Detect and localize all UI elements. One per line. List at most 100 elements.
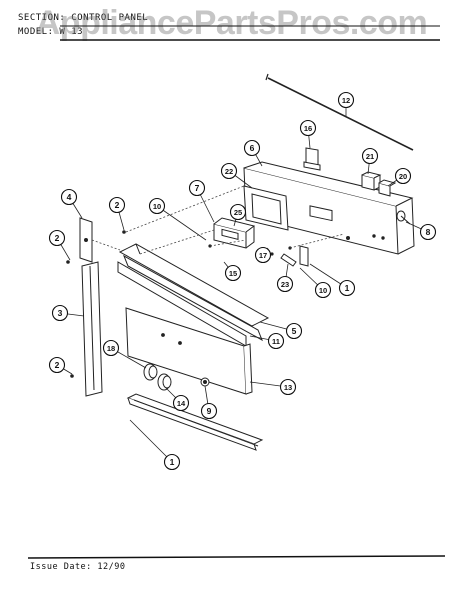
callout-layer: 1122234567891010111213141516171820212223… [48, 91, 437, 471]
part-knob-right [157, 373, 172, 391]
callout-circle [276, 275, 294, 293]
leader-lines [91, 185, 345, 255]
callout-label: 2 [55, 233, 60, 243]
callout-label: 17 [259, 251, 267, 260]
part-clock [213, 217, 256, 249]
part-bottom-trim [126, 393, 264, 451]
callout-label: 15 [229, 269, 237, 278]
section-title: SECTION: CONTROL PANEL [18, 13, 149, 23]
callout-label: 9 [207, 406, 212, 416]
callout-c12: 12 [337, 91, 355, 116]
callout-label: 13 [284, 383, 292, 392]
callout-circle [337, 91, 355, 109]
callout-circle [285, 322, 303, 340]
callout-circle [148, 197, 166, 215]
callout-c11: 11 [249, 332, 285, 350]
part-front-panel [125, 307, 253, 395]
callout-circle [314, 281, 332, 299]
callout-c22: 22 [220, 162, 253, 189]
callout-label: 1 [170, 457, 175, 467]
callout-circle [188, 179, 206, 197]
callout-label: 23 [281, 280, 289, 289]
callout-c1a: 1 [129, 419, 181, 471]
callout-c2c: 2 [48, 356, 73, 375]
callout-c2b: 2 [108, 196, 126, 231]
part-switch-b [378, 179, 397, 197]
callout-leader [156, 205, 207, 241]
callout-label: 8 [426, 227, 431, 237]
callout-circle [419, 223, 437, 241]
callout-circle [229, 203, 247, 221]
callout-c23: 23 [276, 263, 294, 293]
callout-leader [129, 419, 173, 463]
callout-c8: 8 [405, 221, 437, 241]
callout-c10a: 10 [148, 197, 207, 241]
callout-label: 6 [250, 143, 255, 153]
callout-circle [279, 378, 297, 396]
part-small-knob [200, 377, 210, 387]
part-bracket-small [280, 245, 309, 267]
callout-c4: 4 [60, 188, 83, 219]
callout-label: 16 [304, 124, 312, 133]
part-control-panel [243, 161, 415, 255]
callout-label: 21 [366, 152, 374, 161]
callout-circle [394, 167, 412, 185]
callout-circle [220, 162, 238, 180]
callout-c18: 18 [102, 339, 147, 369]
part-rod [265, 73, 414, 151]
callout-label: 20 [399, 172, 407, 181]
callout-circle [102, 339, 120, 357]
part-bracket-top [303, 147, 321, 171]
callout-circle [48, 229, 66, 247]
footer-rule [27, 555, 446, 559]
callout-circle [48, 356, 66, 374]
callout-c1b: 1 [309, 263, 356, 297]
issue-date: Issue Date: 12/90 [30, 562, 126, 572]
callout-label: 7 [195, 183, 200, 193]
callout-c13: 13 [249, 378, 297, 396]
callout-label: 14 [177, 399, 186, 408]
callout-label: 5 [292, 326, 297, 336]
callout-label: 11 [272, 337, 280, 346]
callout-label: 10 [153, 202, 161, 211]
callout-label: 4 [67, 192, 72, 202]
callout-c2a: 2 [48, 229, 71, 261]
callout-label: 18 [107, 344, 115, 353]
callout-label: 2 [55, 360, 60, 370]
callout-circle [60, 188, 78, 206]
callout-c25: 25 [229, 203, 247, 227]
callout-c16: 16 [299, 119, 317, 149]
callout-label: 12 [342, 96, 350, 105]
part-switch-a [361, 171, 382, 191]
callout-label: 22 [225, 167, 233, 176]
callout-circle [224, 264, 242, 282]
callout-label: 2 [115, 200, 120, 210]
callout-circle [254, 246, 272, 264]
callout-circle [299, 119, 317, 137]
callout-circle [163, 453, 181, 471]
callout-c17: 17 [254, 246, 272, 264]
callout-circle [267, 332, 285, 350]
callout-c14: 14 [165, 387, 190, 412]
callout-circle [200, 402, 218, 420]
callout-circle [243, 139, 261, 157]
callout-c3: 3 [51, 304, 85, 322]
callout-circle [361, 147, 379, 165]
callout-c21: 21 [361, 147, 379, 175]
callout-c6: 6 [243, 139, 263, 167]
part-stud [396, 210, 411, 225]
part-knob-left [143, 363, 158, 381]
part-side-bracket [79, 217, 93, 263]
callout-circle [338, 279, 356, 297]
watermark: AppliancePartsPros.com [35, 4, 428, 42]
callout-label: 1 [345, 283, 350, 293]
part-end-cap [81, 261, 103, 397]
model-label: MODEL: W 13 [18, 27, 84, 37]
callout-label: 10 [319, 286, 327, 295]
callout-circle [108, 196, 126, 214]
callout-c20: 20 [387, 167, 412, 187]
callout-circle [51, 304, 69, 322]
part-bezel [243, 185, 289, 231]
